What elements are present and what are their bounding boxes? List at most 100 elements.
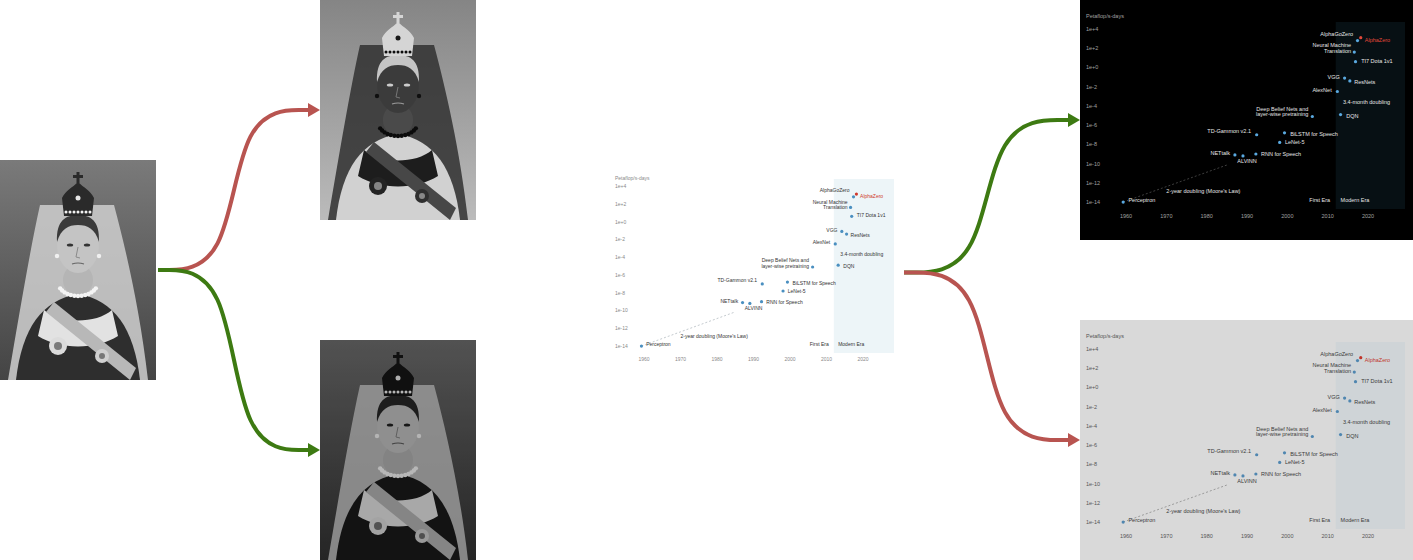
point-label: RNN for Speech [766,300,802,305]
point-label: AlphaGoZero [1320,32,1353,38]
annotation: Modern Era [1341,518,1370,524]
year-label: 1960 [1120,534,1132,540]
photo-panel [320,340,476,560]
data-point [1241,154,1244,157]
mouth [392,443,404,444]
year-label: 1980 [1201,534,1213,540]
point-label: TI7 Dota 1v1 [857,214,886,219]
crown-jewel [397,391,400,394]
trend-line [1123,165,1227,202]
brooch-centre [374,522,382,530]
crown-jewel [77,211,80,214]
data-point [1254,472,1257,475]
brooch-centre [419,533,425,539]
trend-line [641,312,735,346]
tick-label: 1e-8 [1086,142,1097,148]
data-point [1339,113,1342,116]
crown-jewel [389,51,392,54]
chart-plot [1080,320,1413,560]
tick-label: 1e-12 [615,327,628,332]
brooch-centre [374,182,382,190]
arrow-connector [904,120,1070,273]
crown-jewel [401,391,404,394]
data-point [840,230,843,233]
point-label: Neural Machine Translation [808,200,848,211]
brooch [49,337,67,355]
necklace-gem [414,126,418,130]
point-label: BiLSTM for Speech [793,281,836,286]
tick-label: 1e-10 [1086,482,1100,488]
point-label: TD-Gammon v2.1 [1207,129,1251,135]
brooch [95,349,109,363]
point-label: DQN [1346,114,1358,120]
crown-jewel [405,51,408,54]
year-label: 1990 [748,357,759,362]
tick-label: 1e-8 [615,291,625,296]
crown-jewel [393,51,396,54]
point-label: NETtalk [1210,471,1230,477]
crown-cross [393,355,403,358]
point-label: LeNet-5 [788,289,806,294]
data-point [1311,435,1314,438]
data-point [834,242,837,245]
mouth [72,263,84,264]
crown-jewel [396,376,401,381]
data-point [1122,520,1125,523]
year-label: 1970 [675,357,686,362]
annotation: 3.4-month doubling [1343,420,1390,426]
point-label: TD-Gammon v2.1 [1207,449,1251,455]
veil [8,205,148,380]
data-point [1353,371,1356,374]
point-label: VGG [1328,395,1340,401]
point-label: Perceptron [646,343,670,348]
data-point [640,345,643,348]
crown-cross [73,175,83,178]
earring [417,434,421,438]
brooch [369,517,387,535]
chart-plot [612,175,902,370]
year-label: 1990 [1241,214,1253,220]
mouth [392,103,404,104]
portrait-photo [320,340,476,560]
crown-cross [393,15,403,18]
veil [328,45,468,220]
year-label: 2010 [1322,534,1334,540]
dress [336,474,460,560]
year-label: 1970 [1160,534,1172,540]
year-label: 2000 [1281,214,1293,220]
crown-jewel [409,391,412,394]
tick-label: 1e+0 [1086,66,1098,72]
point-label: BiLSTM for Speech [1290,132,1338,138]
sash [366,142,456,220]
data-point [1336,410,1339,413]
eye [387,83,393,86]
data-point [850,215,853,218]
dress [336,134,460,220]
tick-label: 1e-14 [615,344,628,349]
arrow-connector [904,273,1070,441]
tick-label: 1e-12 [1086,181,1100,187]
year-label: 2020 [1362,534,1374,540]
tick-label: 1e-4 [1086,424,1097,430]
arrow-connector [158,110,310,270]
point-label: LeNet-5 [1285,141,1305,147]
point-label: Deep Belief Nets and layer-wise pretrain… [754,258,809,269]
brooch [415,189,429,203]
crown-jewel [69,211,72,214]
crown [62,182,94,216]
year-label: 1970 [1160,214,1172,220]
tick-label: 1e-2 [1086,405,1097,411]
data-point [845,233,848,236]
data-point [855,193,858,196]
portrait-photo [0,160,156,380]
data-point [1359,36,1362,39]
tick-label: 1e+4 [1086,27,1098,33]
data-point [1278,461,1281,464]
annotation: First Era [810,343,829,348]
brooch-centre [54,342,62,350]
crown-jewel [89,211,92,214]
sash [366,482,456,560]
tick-label: 1e-12 [1086,501,1100,507]
necklace-gem [94,286,98,290]
brooch [415,529,429,543]
